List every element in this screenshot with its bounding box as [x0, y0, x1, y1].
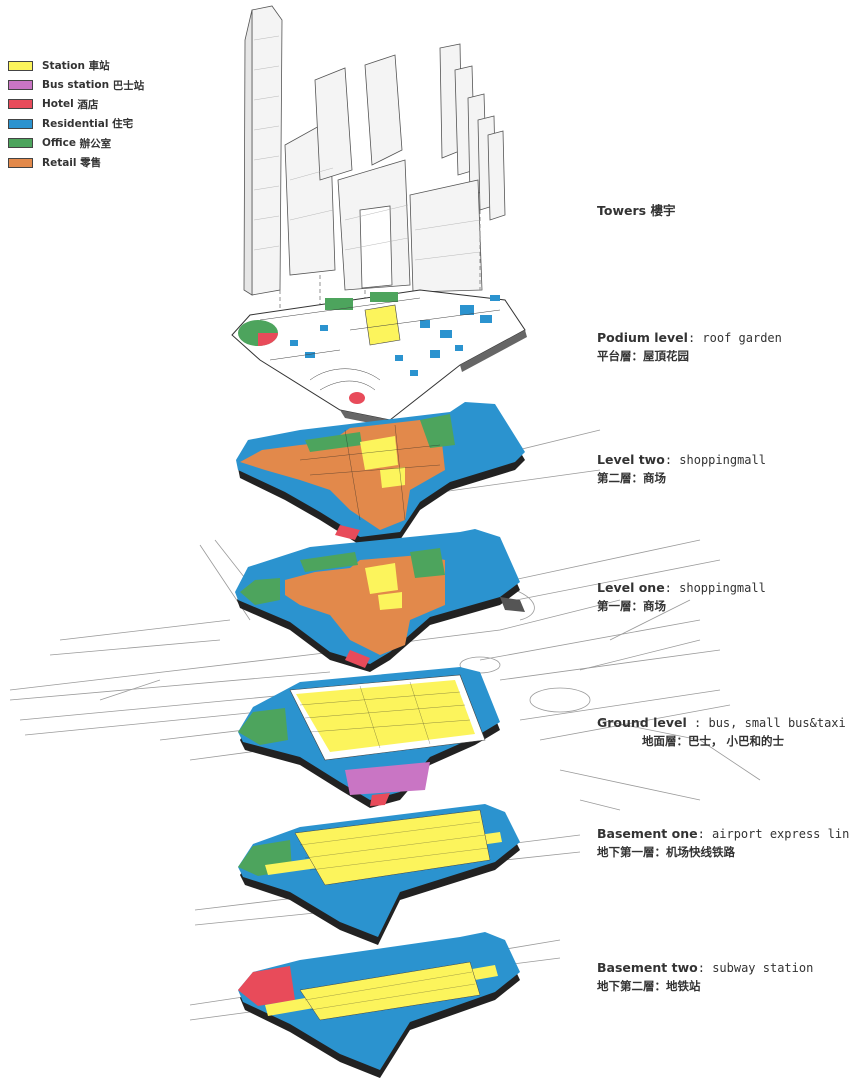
level-title: Podium level — [597, 330, 688, 345]
level-label-level-two: Level two: shoppingmall 第二層：商场 — [597, 452, 766, 486]
level-desc: bus, small bus&taxi — [708, 716, 845, 730]
legend-zh: 零售 — [80, 155, 101, 170]
legend-swatch — [8, 138, 33, 148]
level-title: Towers — [597, 203, 646, 218]
legend: Station 車站 Bus station 巴士站 Hotel 酒店 Resi… — [8, 56, 208, 172]
legend-swatch — [8, 61, 33, 71]
level-title: Level one — [597, 580, 665, 595]
legend-name: Office — [42, 137, 76, 149]
legend-zh: 酒店 — [77, 97, 98, 112]
level-zh: 地面層：巴士， 小巴和的士 — [597, 733, 846, 749]
level-label-basement-one: Basement one: airport express line 地下第一層… — [597, 826, 850, 860]
legend-item-bus-station: Bus station 巴士站 — [8, 75, 208, 94]
ground-level-layer — [238, 667, 500, 808]
legend-name: Residential — [42, 118, 108, 130]
level-two-layer — [236, 402, 525, 545]
basement-two-layer — [238, 932, 520, 1078]
level-separator: : — [688, 331, 702, 345]
level-title: Ground level — [597, 715, 687, 730]
level-label-podium: Podium level: roof garden 平台層：屋頂花园 — [597, 330, 782, 364]
legend-name: Hotel — [42, 98, 74, 110]
legend-zh: 辦公室 — [80, 136, 112, 151]
level-separator: : — [698, 961, 712, 975]
level-title-zh: 樓宇 — [650, 203, 675, 218]
legend-swatch — [8, 158, 33, 168]
legend-item-office: Office 辦公室 — [8, 134, 208, 153]
level-title: Level two — [597, 452, 665, 467]
level-separator: : — [665, 581, 679, 595]
legend-zh: 住宅 — [112, 116, 133, 131]
towers-layer — [244, 6, 505, 318]
legend-zh: 車站 — [89, 58, 110, 73]
level-desc: roof garden — [702, 331, 781, 345]
legend-item-hotel: Hotel 酒店 — [8, 95, 208, 114]
level-label-ground: Ground level : bus, small bus&taxi 地面層：巴… — [597, 715, 846, 749]
legend-swatch — [8, 99, 33, 109]
legend-name: Bus station — [42, 79, 109, 91]
legend-item-retail: Retail 零售 — [8, 153, 208, 172]
level-desc: subway station — [712, 961, 813, 975]
level-label-basement-two: Basement two: subway station 地下第二層：地铁站 — [597, 960, 813, 994]
level-zh: 第一層：商场 — [597, 598, 766, 614]
legend-item-residential: Residential 住宅 — [8, 114, 208, 133]
level-title: Basement one — [597, 826, 698, 841]
legend-swatch — [8, 80, 33, 90]
legend-name: Station — [42, 60, 85, 72]
level-separator: : — [698, 827, 712, 841]
level-separator: : — [687, 716, 709, 730]
level-desc: shoppingmall — [679, 453, 766, 467]
level-separator: : — [665, 453, 679, 467]
level-title: Basement two — [597, 960, 698, 975]
level-desc: shoppingmall — [679, 581, 766, 595]
level-zh: 第二層：商场 — [597, 470, 766, 486]
level-zh: 地下第二層：地铁站 — [597, 978, 813, 994]
legend-zh: 巴士站 — [113, 78, 145, 93]
level-zh: 平台層：屋頂花园 — [597, 348, 782, 364]
level-label-towers: Towers 樓宇 — [597, 200, 675, 219]
level-label-level-one: Level one: shoppingmall 第一層：商场 — [597, 580, 766, 614]
level-desc: airport express line — [712, 827, 850, 841]
legend-swatch — [8, 119, 33, 129]
legend-item-station: Station 車站 — [8, 56, 208, 75]
basement-one-layer — [238, 804, 520, 945]
level-one-layer — [235, 529, 525, 672]
level-zh: 地下第一層：机场快线铁路 — [597, 844, 850, 860]
legend-name: Retail — [42, 157, 77, 169]
